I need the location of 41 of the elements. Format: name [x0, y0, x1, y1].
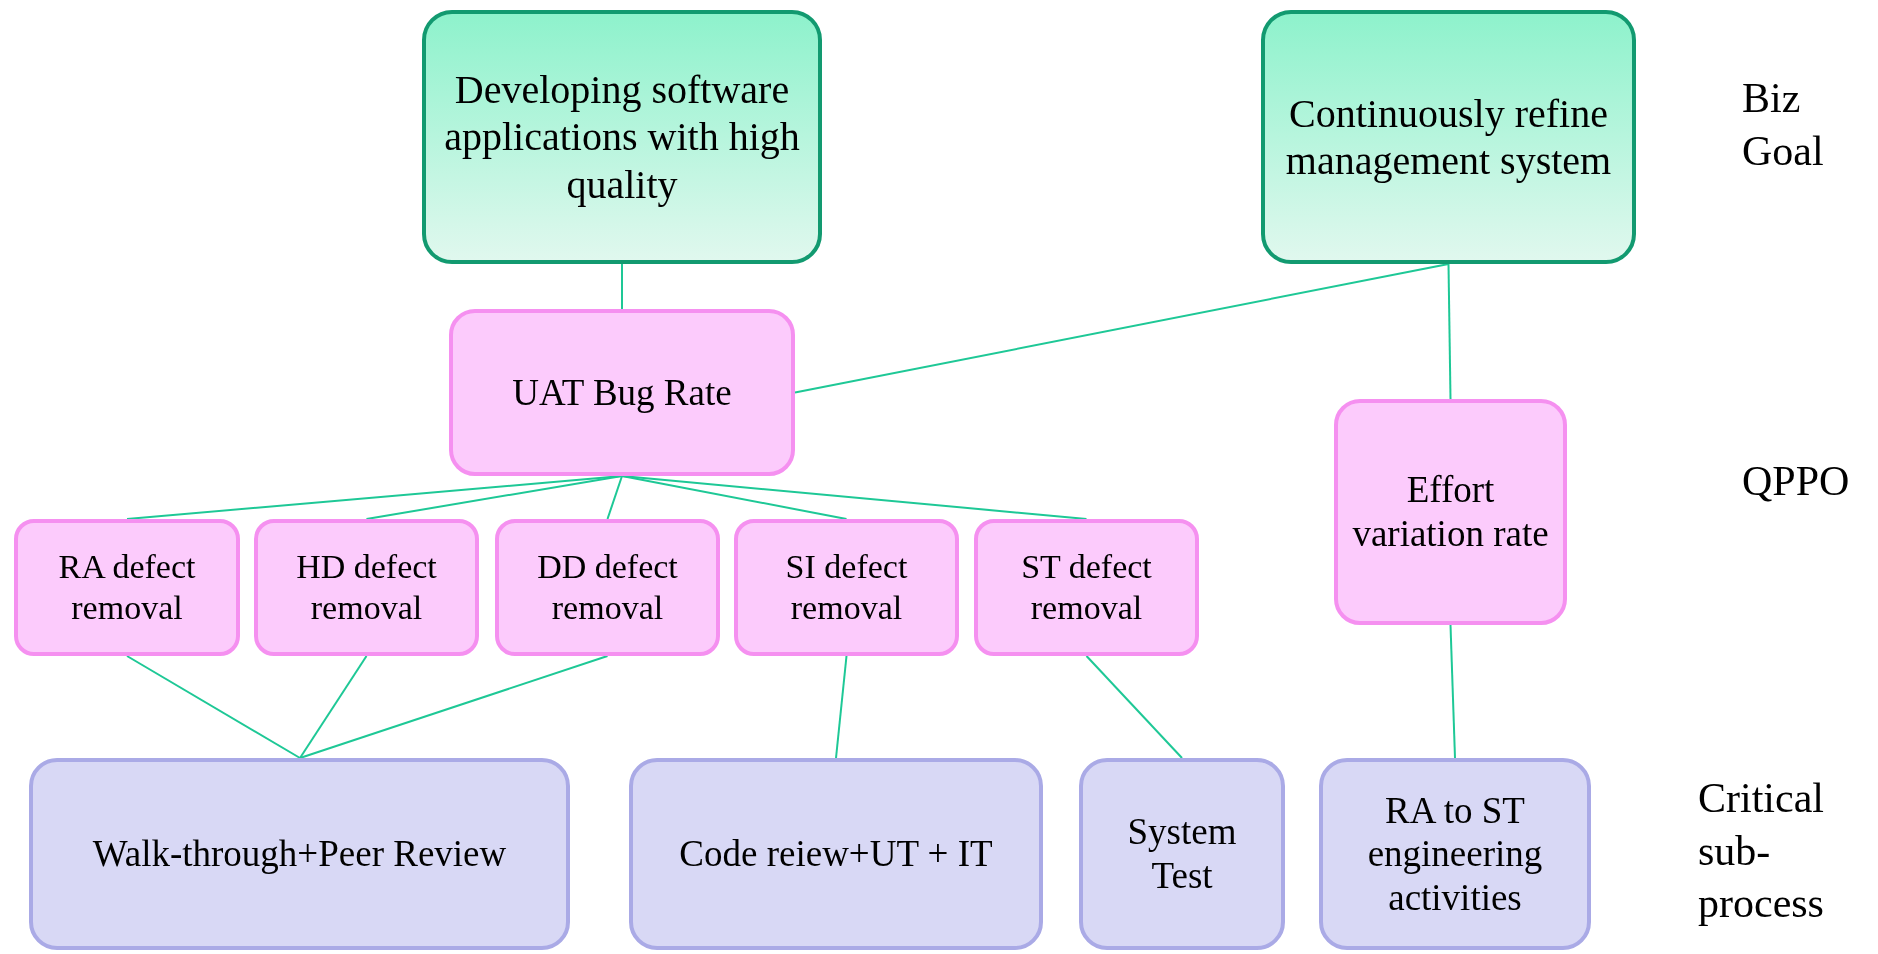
subprocess-box: [1319, 758, 1591, 950]
goal-box: [1261, 10, 1636, 264]
objective-box: [449, 309, 795, 476]
connector-line: [365, 475, 623, 520]
objective-box: [1334, 399, 1567, 625]
objective-box: [14, 519, 240, 656]
objective-box: [495, 519, 720, 656]
node-text: Code reiew+UT + IT: [679, 832, 993, 876]
connector-line: [1447, 263, 1452, 400]
connector-line: [126, 655, 301, 759]
node-text: SI defect removal: [784, 547, 909, 628]
connector-line: [621, 263, 623, 310]
node-text: RA to ST engineering activities: [1366, 788, 1544, 920]
subprocess-box: [29, 758, 570, 950]
node-text: Walk-through+Peer Review: [92, 832, 507, 876]
level-label: QPPO: [1742, 457, 1851, 506]
objective-box: [974, 519, 1199, 656]
node-text: RA defect removal: [57, 547, 197, 628]
connector-line: [794, 263, 1450, 394]
node-text: UAT Bug Rate: [512, 370, 732, 415]
connector-line: [835, 655, 848, 759]
node-text: Developing software applications with high quality: [443, 66, 801, 208]
level-label: Critical sub-process: [1698, 774, 1825, 928]
node-text: Continuously refine management system: [1284, 89, 1613, 185]
goal-box: [422, 10, 822, 264]
subprocess-box: [1079, 758, 1285, 950]
node-text: DD defect removal: [536, 547, 679, 628]
node-text: HD defect removal: [295, 547, 438, 628]
connector-line: [606, 475, 623, 520]
level-label: Biz Goal: [1742, 74, 1825, 176]
connector-line: [299, 655, 368, 759]
subprocess-box: [629, 758, 1043, 950]
node-text: System Test: [1126, 810, 1238, 898]
node-text: ST defect removal: [1020, 547, 1153, 628]
connector-line: [621, 475, 1088, 520]
connector-line: [1085, 655, 1183, 759]
objective-box: [734, 519, 959, 656]
node-text: Effort variation rate: [1352, 468, 1549, 556]
objective-box: [254, 519, 479, 656]
connector-line: [1449, 624, 1456, 759]
connector-line: [299, 655, 609, 759]
